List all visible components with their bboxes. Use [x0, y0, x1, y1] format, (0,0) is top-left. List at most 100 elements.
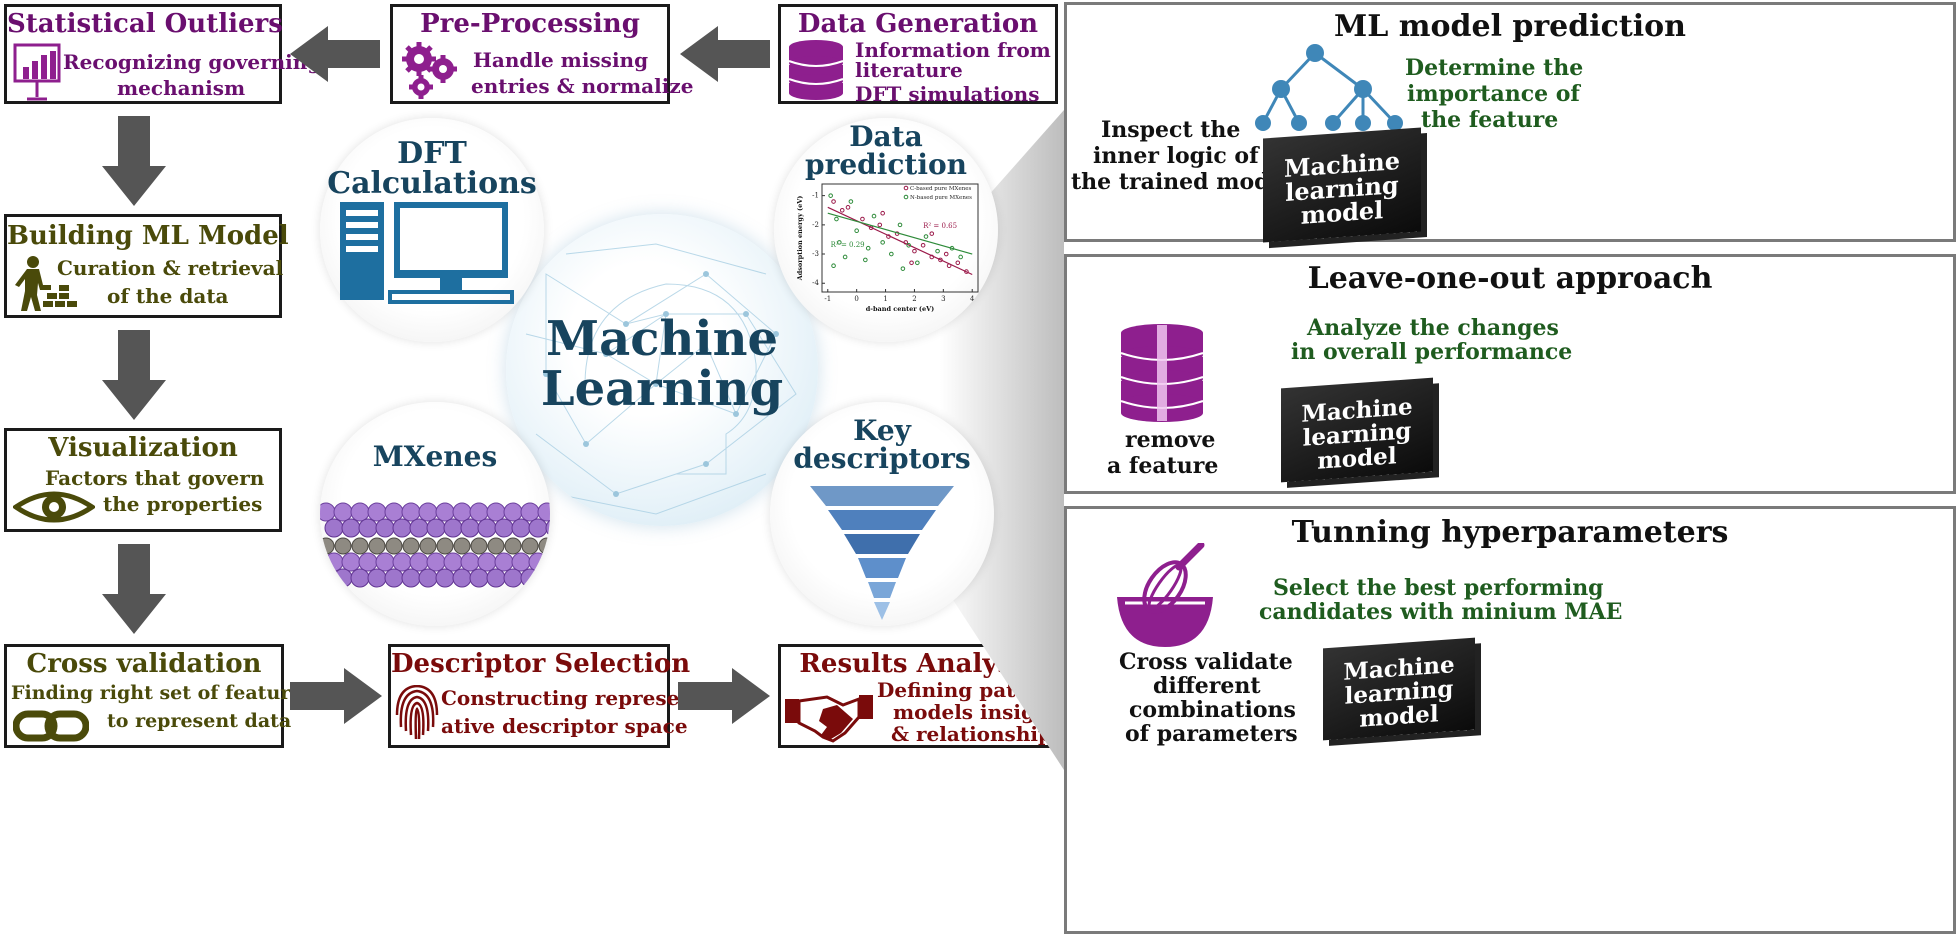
data-point — [929, 254, 935, 260]
brain-network-graphic — [525, 243, 797, 515]
tuning-hyperparameters-panel: Tunning hyperparameters Cross validate d… — [1064, 506, 1956, 934]
dft-title-1: DFT — [397, 136, 467, 171]
mxene-atom — [511, 552, 531, 572]
pre-processing-title: Pre-Processing — [420, 9, 640, 39]
data-point — [828, 193, 833, 198]
mxene-atom — [375, 518, 395, 538]
mxene-atom — [368, 537, 386, 555]
machine-learning-title-2: Learning — [540, 361, 784, 417]
arrow-descriptor-to-results — [678, 668, 770, 724]
mxene-atom — [375, 552, 395, 572]
prediction-left-1: Inspect the — [1101, 117, 1241, 143]
mxene-atom — [494, 518, 514, 538]
data-point — [839, 207, 845, 213]
x-tick-label: 3 — [941, 295, 945, 303]
mxene-atom — [452, 568, 472, 588]
mxene-atom — [503, 502, 523, 522]
data-point — [880, 240, 885, 245]
fit-line — [827, 206, 973, 276]
mxene-atom — [392, 552, 412, 572]
mxene-atom — [443, 518, 463, 538]
mxene-atom — [486, 568, 506, 588]
data-point — [943, 251, 949, 257]
data-point — [912, 248, 917, 254]
mxenes-circle: MXenes — [320, 402, 550, 626]
mxene-atom — [469, 502, 489, 522]
mxene-atom — [418, 568, 438, 588]
mxene-atom — [333, 502, 353, 522]
prediction-left-2: inner logic of — [1093, 143, 1259, 169]
descriptor-selection-text-1: Constructing represent- — [441, 686, 712, 710]
data-point — [946, 263, 952, 269]
mxene-atom — [418, 502, 438, 522]
arrow-preprocessing-to-outliers — [290, 26, 380, 82]
prediction-right-3: the feature — [1421, 107, 1559, 133]
mxene-atom — [324, 518, 344, 538]
mxene-atom — [477, 518, 497, 538]
data-generation-text-2: literature — [855, 58, 963, 82]
data-point — [842, 254, 848, 260]
database-remove-icon — [1120, 324, 1204, 422]
data-point — [897, 222, 903, 228]
mxene-atom — [367, 568, 387, 588]
data-point — [834, 216, 839, 222]
data-point — [955, 260, 961, 266]
x-tick-label: 4 — [970, 295, 975, 303]
data-point — [845, 205, 851, 210]
mxene-atom — [528, 552, 548, 572]
statistical-outliers-text-1: Recognizing governing — [63, 50, 322, 74]
mxene-atom — [520, 568, 540, 588]
data-point — [863, 257, 868, 263]
x-tick-label: -1 — [824, 295, 831, 303]
mxene-atom — [453, 537, 471, 555]
pre-processing-box: Pre-Processing Handle missing entries & … — [390, 4, 693, 104]
mxene-atom — [537, 568, 550, 588]
database-icon — [788, 40, 844, 100]
cross-validation-box: Cross validation Finding right set of fe… — [4, 644, 313, 748]
ml-model-prediction-panel: ML model prediction Inspect the inner lo… — [1064, 2, 1956, 243]
data-point — [920, 242, 926, 248]
data-point — [860, 216, 865, 222]
building-ml-model-text-2: of the data — [107, 284, 229, 308]
building-ml-model-text-1: Curation & retrieval — [57, 256, 284, 280]
mxene-atom — [435, 568, 455, 588]
prediction-left-3: the trained model — [1071, 169, 1292, 195]
tuning-left-3: combinations — [1129, 697, 1296, 723]
data-point — [831, 263, 836, 269]
arrow-crossvalidation-to-descriptor — [290, 668, 382, 724]
pre-processing-text-2: entries & normalize — [471, 74, 694, 98]
building-ml-model-title: Building ML Model — [7, 221, 289, 251]
x-tick-label: 1 — [883, 295, 887, 303]
arrow-datagen-to-preprocessing — [680, 26, 770, 82]
arrow-visualization-to-crossvalidation — [102, 544, 166, 634]
mxene-atom — [384, 502, 404, 522]
fingerprint-icon — [395, 685, 439, 740]
dft-calculations-circle: DFT Calculations — [320, 118, 544, 342]
mxene-atom — [334, 537, 352, 555]
mxene-atom — [426, 518, 446, 538]
gears-icon — [402, 42, 457, 99]
leave-one-out-title: Leave-one-out approach — [1307, 261, 1713, 296]
data-point — [865, 245, 871, 251]
prediction-right-1: Determine the — [1405, 55, 1584, 81]
prediction-right-2: importance of — [1407, 81, 1580, 107]
mxene-atom — [320, 502, 336, 522]
mxene-atom — [511, 518, 531, 538]
mxene-atom — [545, 553, 550, 571]
data-point — [935, 248, 940, 254]
whisk-bowl-icon — [1117, 543, 1213, 647]
decision-tree-icon — [1255, 44, 1403, 131]
building-ml-model-box: Building ML Model Curation & retrieval o… — [4, 214, 289, 318]
r-squared-c: R² = 0.65 — [923, 222, 957, 230]
data-point — [903, 240, 909, 245]
statistical-outliers-text-2: mechanism — [117, 76, 246, 100]
ml-model-box-1: Machine learning model — [1263, 127, 1421, 243]
mxene-atom — [486, 502, 506, 522]
pre-processing-text-1: Handle missing — [473, 48, 649, 72]
tuning-right-1: Select the best performing — [1273, 575, 1604, 601]
handshake-icon — [785, 695, 873, 743]
key-descriptors-title-1: Key — [853, 414, 911, 447]
data-point — [880, 210, 885, 216]
mxene-atom — [402, 537, 420, 555]
mxene-atom — [435, 502, 455, 522]
